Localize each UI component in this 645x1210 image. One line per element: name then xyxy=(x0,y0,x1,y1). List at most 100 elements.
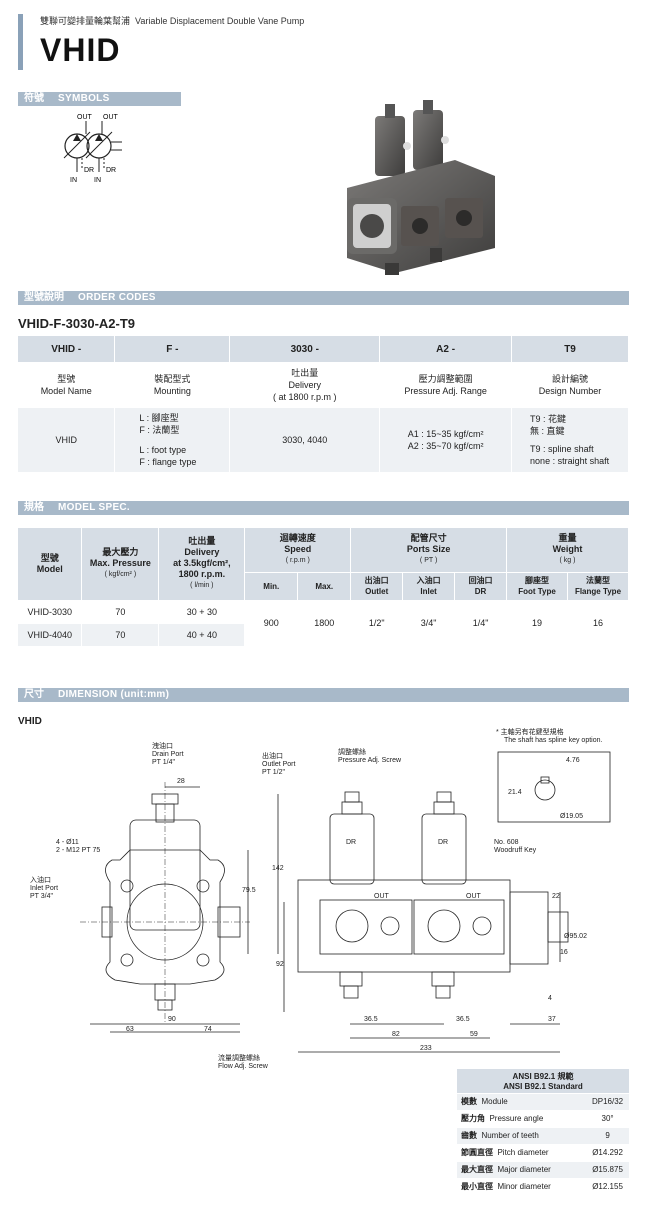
svg-text:Ø95.02: Ø95.02 xyxy=(564,933,587,940)
svg-text:洩油口: 洩油口 xyxy=(152,741,173,750)
svg-text:No. 608: No. 608 xyxy=(494,839,519,846)
svg-text:出油口: 出油口 xyxy=(262,751,283,760)
order-header: 3030 - xyxy=(229,336,381,362)
order-header: T9 xyxy=(511,336,629,362)
spec-foot-weight: 19 xyxy=(506,600,568,647)
svg-text:OUT: OUT xyxy=(103,114,119,121)
page-title: VHID xyxy=(40,32,121,68)
order-value: 3030, 4040 xyxy=(229,408,381,472)
dimension-drawing: 洩油口 Drain Port PT 1/4" 出油口 Outlet Port P… xyxy=(30,727,611,1070)
page-subtitle: 雙聯可變排量輪葉幫浦 Variable Displacement Double … xyxy=(40,16,305,26)
svg-text:4: 4 xyxy=(548,995,552,1002)
svg-text:36.5: 36.5 xyxy=(364,1016,378,1023)
pump-photo xyxy=(347,100,495,275)
dimension-model-label: VHID xyxy=(18,716,42,727)
svg-text:DR: DR xyxy=(106,167,116,174)
svg-text:DR: DR xyxy=(84,167,94,174)
spec-model: VHID-3030 xyxy=(18,600,83,624)
svg-text:* 主軸另有花鍵型規格: * 主軸另有花鍵型規格 xyxy=(496,727,564,736)
svg-text:DR: DR xyxy=(438,839,448,846)
header-accent-bar xyxy=(18,14,23,70)
svg-text:79.5: 79.5 xyxy=(242,887,256,894)
svg-text:63: 63 xyxy=(126,1026,134,1033)
spec-min: 900 xyxy=(244,600,299,647)
spec-model: VHID-4040 xyxy=(18,623,83,647)
svg-text:OUT: OUT xyxy=(466,893,482,900)
order-value: VHID xyxy=(18,408,116,472)
ansi-key: 節圓直徑 Pitch diameter xyxy=(457,1144,587,1162)
svg-text:PT 1/4": PT 1/4" xyxy=(152,759,175,766)
svg-text:Woodruff Key: Woodruff Key xyxy=(494,847,537,854)
ansi-key: 最大直徑 Major diameter xyxy=(457,1161,587,1179)
svg-text:142: 142 xyxy=(272,865,284,872)
ansi-value: DP16/32 xyxy=(586,1093,629,1111)
spec-delivery: 40 + 40 xyxy=(158,623,246,647)
spec-flange-weight: 16 xyxy=(567,600,630,647)
svg-text:37: 37 xyxy=(548,1016,556,1023)
spec-inlet: 3/4" xyxy=(402,600,456,647)
spec-dr: 1/4" xyxy=(454,600,508,647)
order-code-example: VHID-F-3030-A2-T9 xyxy=(18,316,136,331)
svg-text:PT 3/4": PT 3/4" xyxy=(30,893,53,900)
ansi-value: Ø14.292 xyxy=(586,1144,629,1162)
spec-delivery: 30 + 30 xyxy=(158,600,246,624)
spec-subheader: Min. xyxy=(244,572,299,601)
svg-text:Drain Port: Drain Port xyxy=(152,751,184,758)
ansi-value: 30° xyxy=(586,1110,629,1128)
svg-text:DR: DR xyxy=(346,839,356,846)
svg-text:調整螺絲: 調整螺絲 xyxy=(338,747,366,756)
ansi-key: 齒數 Number of teeth xyxy=(457,1127,587,1145)
svg-text:流量調整螺絲: 流量調整螺絲 xyxy=(218,1053,260,1062)
ansi-value: 9 xyxy=(586,1127,629,1145)
spec-pressure: 70 xyxy=(81,623,160,647)
svg-text:22: 22 xyxy=(552,893,560,900)
svg-text:IN: IN xyxy=(94,177,101,184)
svg-text:4.76: 4.76 xyxy=(566,757,580,764)
ansi-value: Ø15.875 xyxy=(586,1161,629,1179)
svg-text:IN: IN xyxy=(70,177,77,184)
svg-text:82: 82 xyxy=(392,1031,400,1038)
ansi-key: 壓力角 Pressure angle xyxy=(457,1110,587,1128)
svg-text:233: 233 xyxy=(420,1045,432,1052)
svg-text:Outlet Port: Outlet Port xyxy=(262,761,296,768)
spec-outlet: 1/2" xyxy=(350,600,404,647)
spec-max: 1800 xyxy=(297,600,352,647)
svg-text:92: 92 xyxy=(276,961,284,968)
svg-text:16: 16 xyxy=(560,949,568,956)
order-header: F - xyxy=(114,336,231,362)
svg-text:28: 28 xyxy=(177,778,185,785)
svg-text:Pressure Adj. Screw: Pressure Adj. Screw xyxy=(338,757,402,764)
svg-text:36.5: 36.5 xyxy=(456,1016,470,1023)
spec-pressure: 70 xyxy=(81,600,160,624)
svg-text:90: 90 xyxy=(168,1016,176,1023)
svg-text:Flow Adj. Screw: Flow Adj. Screw xyxy=(218,1063,269,1070)
svg-text:入油口: 入油口 xyxy=(30,875,51,884)
ansi-key: 模數 Module xyxy=(457,1093,587,1111)
order-header: A2 - xyxy=(379,336,513,362)
svg-text:PT 1/2": PT 1/2" xyxy=(262,769,285,776)
svg-text:2 - M12 PT 75: 2 - M12 PT 75 xyxy=(56,847,100,854)
svg-text:59: 59 xyxy=(470,1031,478,1038)
